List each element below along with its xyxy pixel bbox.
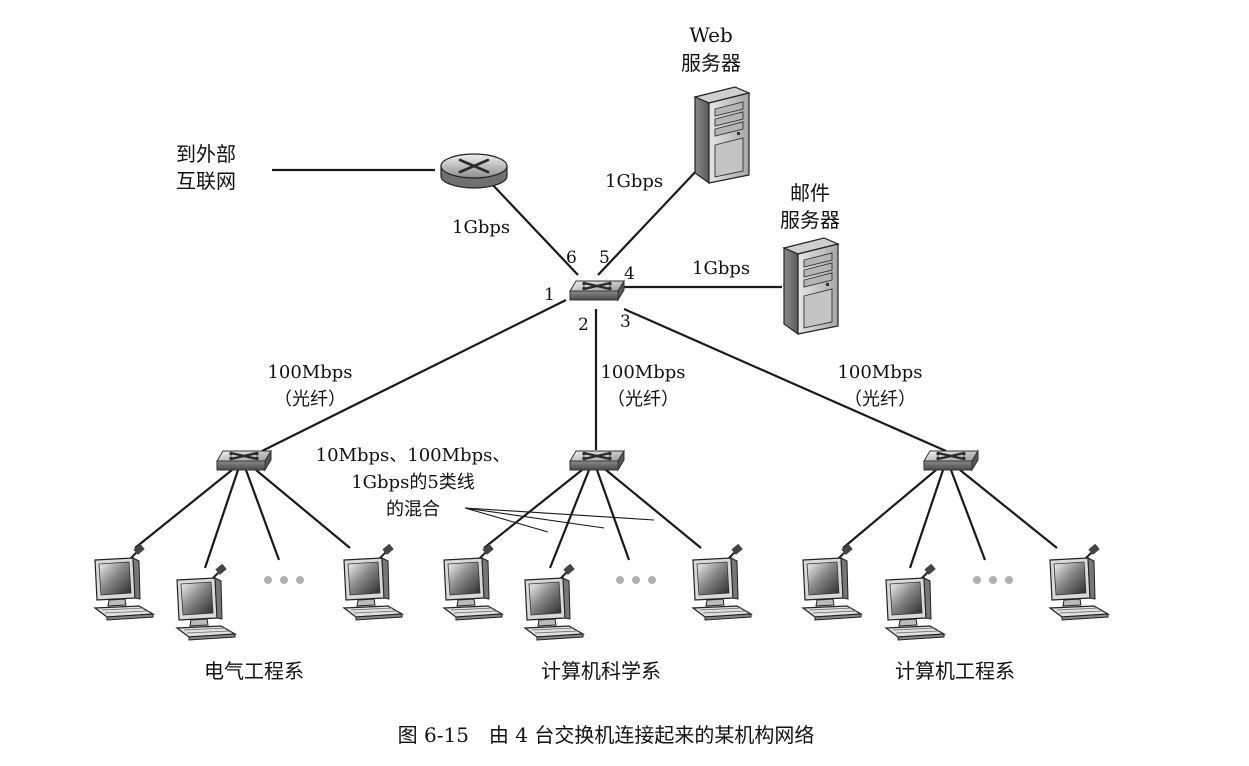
port-label: 6 <box>566 248 577 268</box>
web-link-speed: 1Gbps <box>605 171 663 192</box>
mail-server-icon <box>783 237 839 335</box>
department-label: 计算机科学系 <box>541 659 661 683</box>
core-to-right-switch-link <box>623 307 947 453</box>
cable-note-line3: 的混合 <box>386 499 440 520</box>
web-server-link <box>597 166 701 276</box>
mid-dept-link-medium: （光纤） <box>607 389 679 410</box>
internet-label-line2: 互联网 <box>176 169 236 193</box>
cable-note-line2: 1Gbps的5类线 <box>351 472 475 493</box>
computer-icon <box>885 562 945 641</box>
cable-callout-line <box>464 507 655 521</box>
mail-server-label-line1: 邮件 <box>790 181 830 205</box>
cable-callout-line <box>464 507 549 533</box>
router-to-core-link <box>489 181 579 276</box>
ellipsis-dots <box>264 576 304 584</box>
mail-server-label-line2: 服务器 <box>780 208 840 232</box>
switch-icon <box>215 449 273 472</box>
switch-icon <box>922 449 980 472</box>
router-link-speed: 1Gbps <box>452 217 510 238</box>
computer-icon <box>176 562 236 641</box>
web-server-label-line1: Web <box>689 23 733 47</box>
port-label: 2 <box>578 315 589 335</box>
web-server-icon <box>694 86 750 184</box>
port-label: 3 <box>620 312 631 332</box>
switch-icon <box>568 449 626 472</box>
ellipsis-dots <box>616 576 656 584</box>
router-icon <box>440 153 508 189</box>
left-dept-link-medium: （光纤） <box>274 389 346 410</box>
right-dept-link-medium: （光纤） <box>844 389 916 410</box>
cable-note-line1: 10Mbps、100Mbps、 <box>316 445 511 466</box>
right-dept-link-speed: 100Mbps <box>837 362 922 383</box>
mid-dept-link-speed: 100Mbps <box>600 362 685 383</box>
web-server-label-line2: 服务器 <box>681 51 741 75</box>
port-label: 4 <box>624 264 635 284</box>
department-label: 计算机工程系 <box>895 659 1015 683</box>
computer-icon <box>802 542 862 621</box>
port-label: 5 <box>599 248 610 268</box>
computer-icon <box>343 542 403 621</box>
computer-icon <box>443 542 503 621</box>
ellipsis-dots <box>973 576 1013 584</box>
core-switch-icon <box>568 279 626 302</box>
cable-callout-line <box>464 507 605 529</box>
port-label: 1 <box>544 285 555 305</box>
core-to-left-switch-link <box>261 299 567 452</box>
department-label: 电气工程系 <box>204 659 304 683</box>
computer-icon <box>692 542 752 621</box>
link-lines <box>134 166 1058 569</box>
computer-icon <box>94 542 154 621</box>
computer-icon <box>524 562 584 641</box>
mail-link-speed: 1Gbps <box>692 258 750 279</box>
computer-icon <box>1049 542 1109 621</box>
left-dept-link-speed: 100Mbps <box>267 362 352 383</box>
internet-label-line1: 到外部 <box>176 142 236 166</box>
figure-caption: 图 6-15 由 4 台交换机连接起来的某机构网络 <box>398 723 815 747</box>
